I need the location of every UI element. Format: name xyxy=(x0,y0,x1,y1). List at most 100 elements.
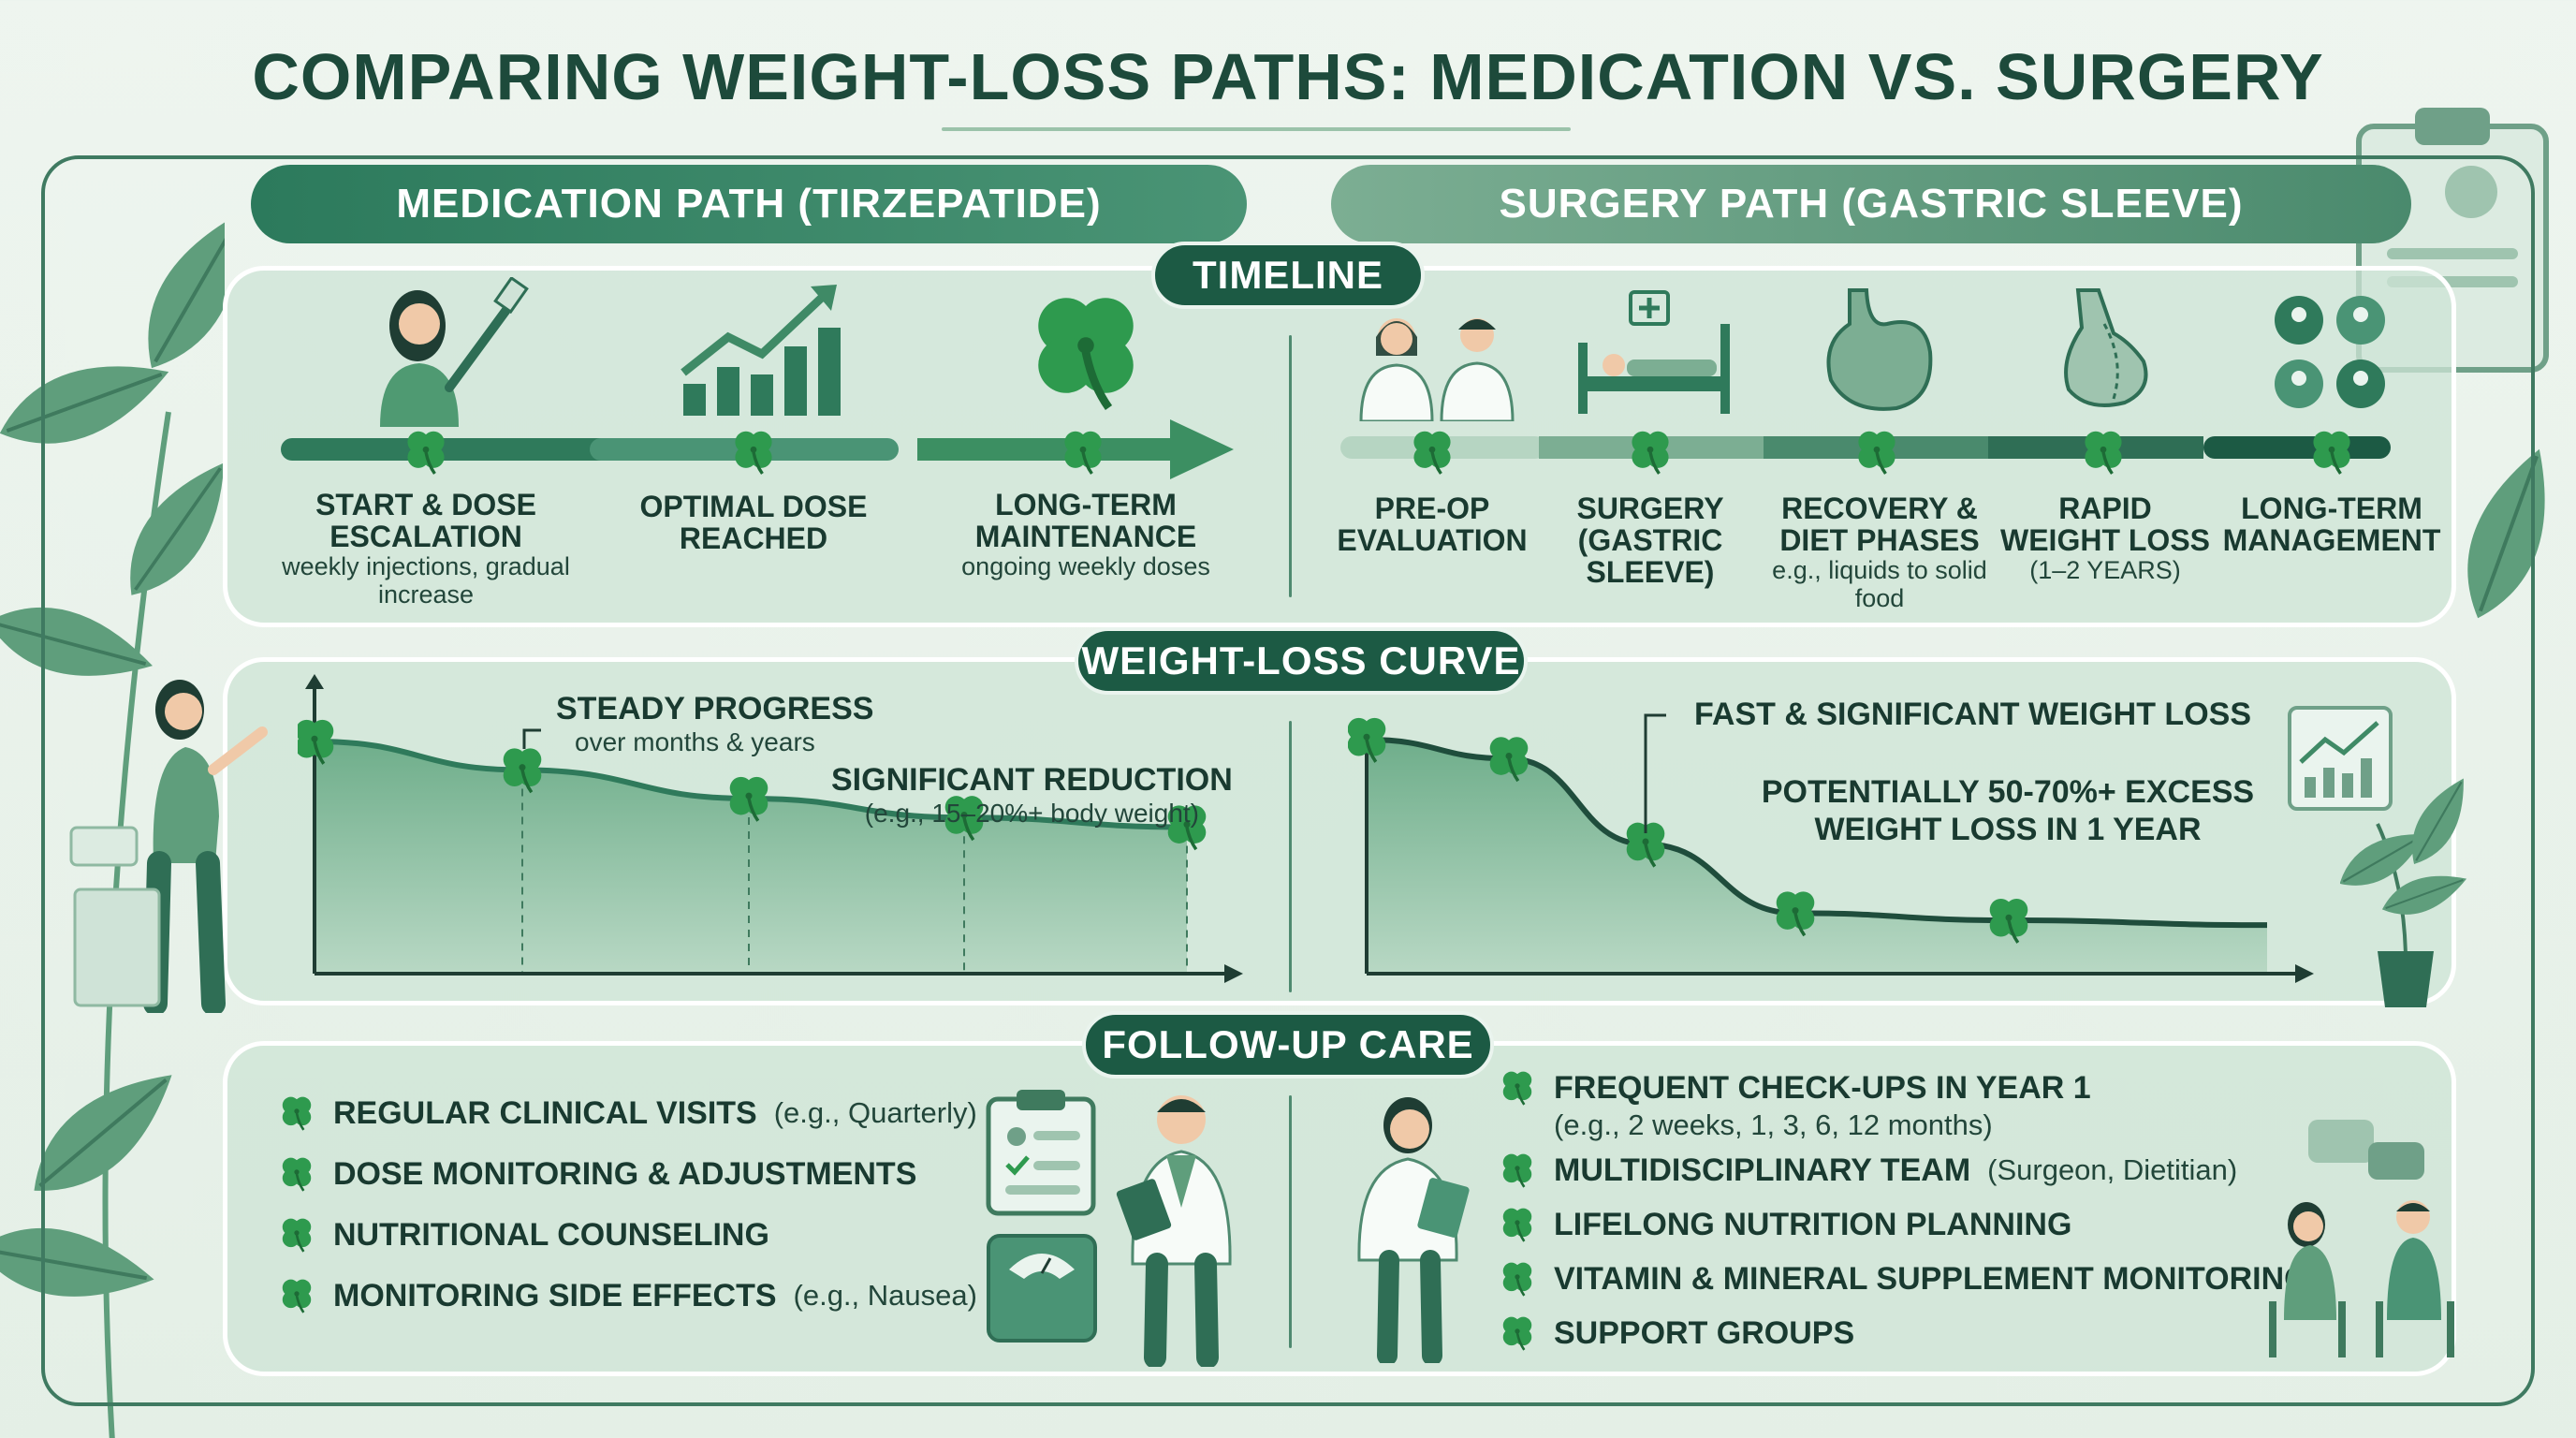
annotation-title: STEADY PROGRESS xyxy=(556,691,874,726)
item-main: NUTRITIONAL COUNSELING xyxy=(333,1216,769,1253)
growth-chart-icon xyxy=(681,285,841,416)
doctors-icon xyxy=(1359,318,1515,421)
medication-path-header: MEDICATION PATH (TIRZEPATIDE) xyxy=(251,165,1247,243)
follow-up-panel xyxy=(223,1041,2456,1376)
list-item: FREQUENT CHECK-UPS IN YEAR 1 xyxy=(1498,1067,2309,1108)
surg-step-preop: PRE-OP EVALUATION xyxy=(1320,492,1544,556)
clover-icon xyxy=(1856,430,1897,476)
surg-step-rapid: RAPID WEIGHT LOSS (1–2 YEARS) xyxy=(1998,492,2213,584)
item-note: (Surgeon, Dietitian) xyxy=(1987,1153,2238,1186)
surg-annotation-potential: POTENTIALLY 50-70%+ EXCESS WEIGHT LOSS I… xyxy=(1760,773,2256,848)
med-step-maintenance: LONG-TERM MAINTENANCE ongoing weekly dos… xyxy=(917,489,1254,580)
clover-bullet-icon xyxy=(281,1217,313,1254)
follow-up-divider xyxy=(1289,1095,1292,1348)
clover-icon xyxy=(405,430,446,476)
clover-icon xyxy=(1630,430,1671,476)
weight-scale-icon xyxy=(987,1234,1097,1343)
surg-step-surgery: SURGERY (GASTRIC SLEEVE) xyxy=(1554,492,1747,588)
report-chart-icon xyxy=(2288,706,2393,811)
outer-frame xyxy=(41,155,2535,1406)
item-main: SUPPORT GROUPS xyxy=(1554,1314,1855,1351)
clover-bullet-icon xyxy=(1501,1315,1533,1352)
step-sub: ongoing weekly doses xyxy=(961,552,1210,580)
support-conversation-icon xyxy=(2269,1120,2454,1357)
list-item: MONITORING SIDE EFFECTS (e.g., Nausea) xyxy=(277,1274,977,1317)
list-item: LIFELONG NUTRITION PLANNING xyxy=(1498,1204,2309,1245)
clover-icon xyxy=(1062,430,1104,476)
item-note: (e.g., 2 weeks, 1, 3, 6, 12 months) xyxy=(1554,1108,1993,1141)
step-label: START & DOSE ESCALATION xyxy=(315,488,536,553)
title-underline xyxy=(942,127,1571,131)
step-sub: weekly injections, gradual increase xyxy=(282,552,570,609)
follow-up-section-label: FOLLOW-UP CARE xyxy=(1082,1011,1494,1078)
checklist-clipboard-icon xyxy=(986,1090,1096,1216)
medication-curve-area xyxy=(315,741,1187,974)
item-main: LIFELONG NUTRITION PLANNING xyxy=(1554,1206,2072,1242)
medication-curve-chart xyxy=(298,674,1243,983)
med-annotation-reduction: SIGNIFICANT REDUCTION (e.g., 15–20%+ bod… xyxy=(831,762,1233,829)
surg-step-longterm: LONG-TERM MANAGEMENT xyxy=(2218,492,2445,556)
surgery-follow-up-list: FREQUENT CHECK-UPS IN YEAR 1 (e.g., 2 we… xyxy=(1498,1067,2309,1354)
step-label: PRE-OP EVALUATION xyxy=(1337,492,1528,557)
woman-injection-icon xyxy=(380,277,529,427)
medication-follow-up-list: REGULAR CLINICAL VISITS (e.g., Quarterly… xyxy=(277,1092,977,1317)
curve-section-label: WEIGHT-LOSS CURVE xyxy=(1075,627,1528,695)
sleeve-stomach-icon xyxy=(2064,288,2148,407)
annotation-sub: over months & years xyxy=(575,727,815,756)
surgery-curve-area xyxy=(1367,740,2267,974)
list-item: REGULAR CLINICAL VISITS (e.g., Quarterly… xyxy=(277,1092,977,1135)
item-main: VITAMIN & MINERAL SUPPLEMENT MONITORING xyxy=(1554,1260,2309,1297)
step-label: RECOVERY & DIET PHASES xyxy=(1779,492,1980,557)
med-step-optimal: OPTIMAL DOSE REACHED xyxy=(599,491,908,554)
clover-icon xyxy=(2311,430,2352,476)
stomach-icon xyxy=(1826,288,1933,411)
clover-icon xyxy=(1412,430,1453,476)
clover-icon xyxy=(2083,430,2124,476)
list-item: MULTIDISCIPLINARY TEAM (Surgeon, Dietiti… xyxy=(1498,1150,2309,1191)
surg-annotation-fast: FAST & SIGNIFICANT WEIGHT LOSS xyxy=(1694,697,2251,733)
med-step-start: START & DOSE ESCALATION weekly injection… xyxy=(262,489,590,609)
step-label: OPTIMAL DOSE REACHED xyxy=(639,490,868,555)
step-label: RAPID WEIGHT LOSS xyxy=(2000,492,2210,557)
list-item: SUPPORT GROUPS xyxy=(1498,1313,2309,1354)
med-annotation-steady: STEADY PROGRESS over months & years xyxy=(556,691,873,757)
step-sub: e.g., liquids to solid food xyxy=(1772,556,1987,612)
item-note: (e.g., Quarterly) xyxy=(773,1096,977,1129)
scale-cabinet-icon xyxy=(69,826,161,1007)
woman-pointing-icon xyxy=(143,680,268,1013)
annotation-sub: (e.g., 15–20%+ body weight) xyxy=(864,799,1199,828)
clover-icon xyxy=(733,430,774,476)
timeline-section-label: TIMELINE xyxy=(1151,242,1425,309)
clover-bullet-icon xyxy=(1501,1261,1533,1298)
step-label: LONG-TERM MAINTENANCE xyxy=(974,488,1197,553)
hospital-bed-icon xyxy=(1578,290,1730,414)
item-main: MULTIDISCIPLINARY TEAM xyxy=(1554,1152,1971,1188)
annotation-title: FAST & SIGNIFICANT WEIGHT LOSS xyxy=(1694,697,2251,732)
clover-bullet-icon xyxy=(1501,1207,1533,1243)
clover-bullet-icon xyxy=(281,1156,313,1193)
list-item: VITAMIN & MINERAL SUPPLEMENT MONITORING xyxy=(1498,1258,2309,1299)
group-people-icon xyxy=(2275,296,2385,408)
clover-bullet-icon xyxy=(1501,1152,1533,1189)
surgery-curve-chart xyxy=(1348,713,2314,983)
annotation-title: SIGNIFICANT REDUCTION xyxy=(831,762,1233,798)
item-main: DOSE MONITORING & ADJUSTMENTS xyxy=(333,1155,917,1192)
item-main: FREQUENT CHECK-UPS IN YEAR 1 xyxy=(1554,1069,2091,1106)
surgery-path-header: SURGERY PATH (GASTRIC SLEEVE) xyxy=(1331,165,2411,243)
timeline-divider xyxy=(1289,335,1292,597)
step-label: SURGERY (GASTRIC SLEEVE) xyxy=(1576,492,1724,589)
item-main: MONITORING SIDE EFFECTS xyxy=(333,1277,777,1313)
item-note: (e.g., Nausea) xyxy=(793,1279,977,1312)
list-item: DOSE MONITORING & ADJUSTMENTS xyxy=(277,1152,977,1196)
page-title: COMPARING WEIGHT-LOSS PATHS: MEDICATION … xyxy=(252,40,2324,113)
big-clover-icon xyxy=(1020,286,1151,418)
item-main: REGULAR CLINICAL VISITS xyxy=(333,1094,757,1131)
step-label: LONG-TERM MANAGEMENT xyxy=(2222,492,2441,557)
clover-bullet-icon xyxy=(1501,1070,1533,1107)
curve-divider xyxy=(1289,721,1292,992)
list-item: NUTRITIONAL COUNSELING xyxy=(277,1213,977,1256)
doctor-male-icon xyxy=(1116,1095,1232,1367)
surg-step-recovery: RECOVERY & DIET PHASES e.g., liquids to … xyxy=(1767,492,1992,612)
step-sub: (1–2 YEARS) xyxy=(2029,556,2181,584)
annotation-title: POTENTIALLY 50-70%+ EXCESS WEIGHT LOSS I… xyxy=(1761,774,2255,847)
